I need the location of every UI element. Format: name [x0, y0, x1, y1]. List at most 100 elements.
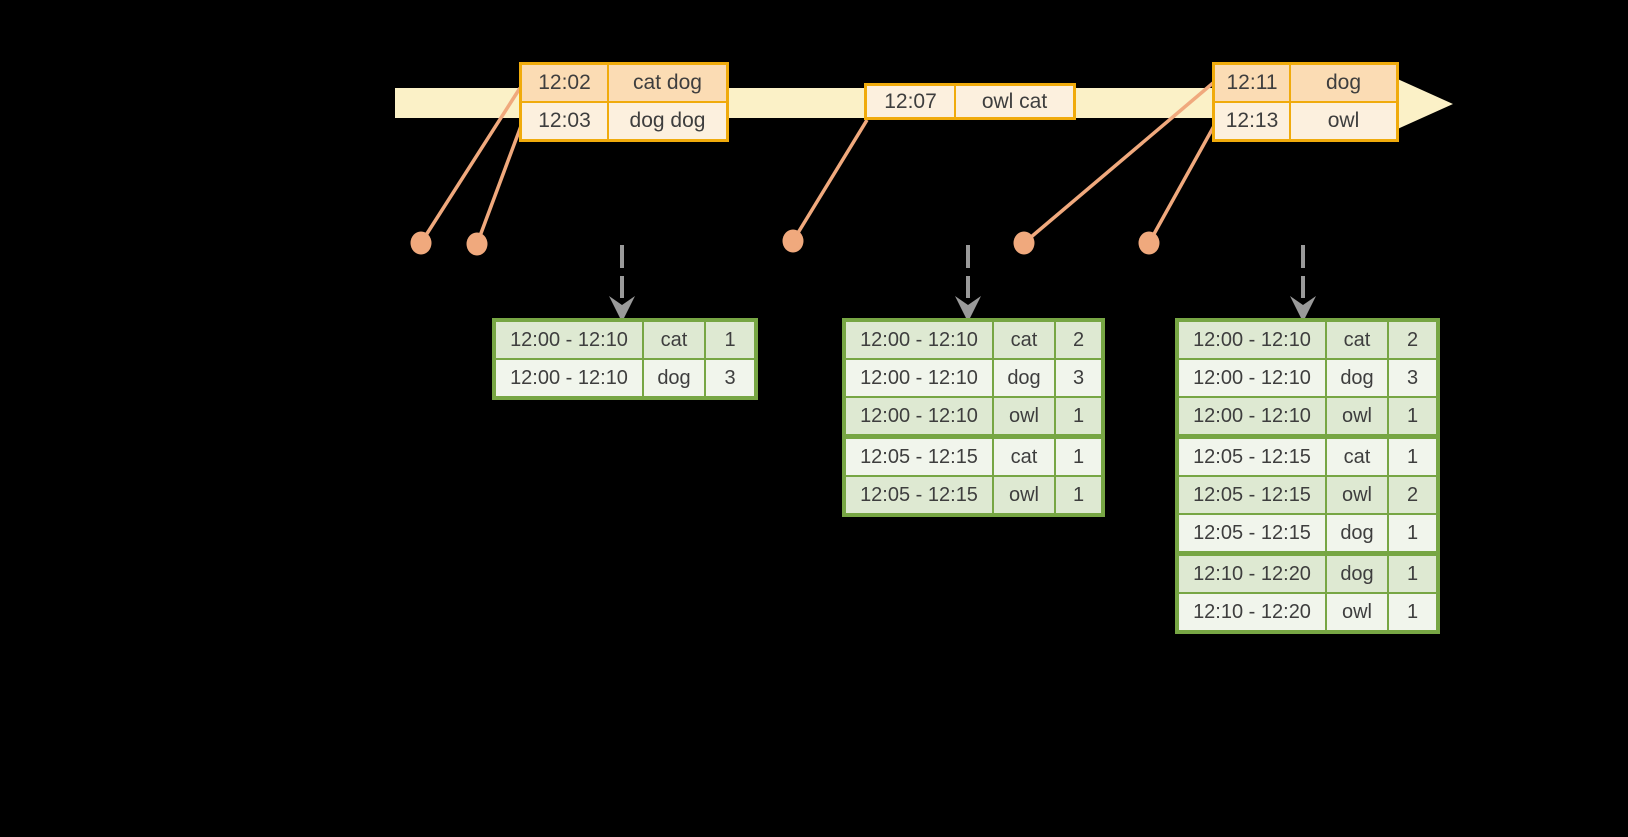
event-time-dot	[1138, 231, 1160, 255]
event-connector-line	[419, 87, 522, 244]
window-cell: 12:10 - 12:20	[1179, 556, 1325, 592]
event-time-cell: 12:02	[522, 65, 607, 101]
event-words-cell: dog dog	[609, 103, 726, 139]
count-cell: 1	[1389, 515, 1436, 551]
count-cell: 1	[1389, 556, 1436, 592]
count-cell: 3	[1389, 360, 1436, 396]
window-cell: 12:00 - 12:10	[1179, 398, 1325, 434]
count-cell: 1	[1389, 594, 1436, 630]
event-time-dot	[1013, 231, 1035, 255]
window-cell: 12:05 - 12:15	[1179, 515, 1325, 551]
event-words-cell: dog	[1291, 65, 1396, 101]
word-cell: dog	[1327, 515, 1387, 551]
event-connector-line	[791, 119, 869, 242]
word-cell: owl	[1327, 594, 1387, 630]
word-cell: dog	[644, 360, 704, 396]
event-connector-line	[1147, 125, 1216, 244]
count-cell: 1	[1056, 439, 1101, 475]
window-cell: 12:05 - 12:15	[846, 439, 992, 475]
word-cell: dog	[1327, 360, 1387, 396]
word-cell: owl	[994, 477, 1054, 513]
event-time-cell: 12:03	[522, 103, 607, 139]
event-words-cell: owl	[1291, 103, 1396, 139]
word-cell: dog	[994, 360, 1054, 396]
event-time-cell: 12:13	[1215, 103, 1289, 139]
event-words-cell: owl cat	[956, 86, 1073, 117]
word-cell: dog	[1327, 556, 1387, 592]
window-cell: 12:05 - 12:15	[1179, 439, 1325, 475]
event-time-dot	[410, 231, 432, 255]
count-cell: 2	[1056, 322, 1101, 358]
event-time-dot	[466, 232, 488, 256]
event-connector-line	[1022, 81, 1215, 245]
word-cell: cat	[994, 322, 1054, 358]
trigger-arrow-head	[609, 296, 635, 322]
event-time-cell: 12:07	[867, 86, 954, 117]
word-cell: owl	[994, 398, 1054, 434]
event-connector-line	[475, 125, 523, 245]
window-cell: 12:00 - 12:10	[496, 360, 642, 396]
count-cell: 2	[1389, 322, 1436, 358]
word-cell: cat	[1327, 439, 1387, 475]
word-cell: owl	[1327, 398, 1387, 434]
trigger-arrow-head	[1290, 296, 1316, 322]
word-cell: cat	[1327, 322, 1387, 358]
window-cell: 12:00 - 12:10	[846, 322, 992, 358]
trigger-arrow-head	[955, 296, 981, 322]
count-cell: 1	[1389, 439, 1436, 475]
window-cell: 12:00 - 12:10	[846, 398, 992, 434]
window-cell: 12:00 - 12:10	[496, 322, 642, 358]
count-cell: 1	[1056, 477, 1101, 513]
count-cell: 3	[1056, 360, 1101, 396]
word-cell: cat	[994, 439, 1054, 475]
event-words-cell: cat dog	[609, 65, 726, 101]
word-cell: owl	[1327, 477, 1387, 513]
count-cell: 1	[1389, 398, 1436, 434]
event-time-dot	[782, 229, 804, 253]
event-time-cell: 12:11	[1215, 65, 1289, 101]
window-cell: 12:05 - 12:15	[1179, 477, 1325, 513]
count-cell: 3	[706, 360, 754, 396]
window-cell: 12:00 - 12:10	[1179, 360, 1325, 396]
count-cell: 1	[706, 322, 754, 358]
window-cell: 12:00 - 12:10	[1179, 322, 1325, 358]
window-cell: 12:10 - 12:20	[1179, 594, 1325, 630]
count-cell: 2	[1389, 477, 1436, 513]
window-cell: 12:00 - 12:10	[846, 360, 992, 396]
word-cell: cat	[644, 322, 704, 358]
count-cell: 1	[1056, 398, 1101, 434]
